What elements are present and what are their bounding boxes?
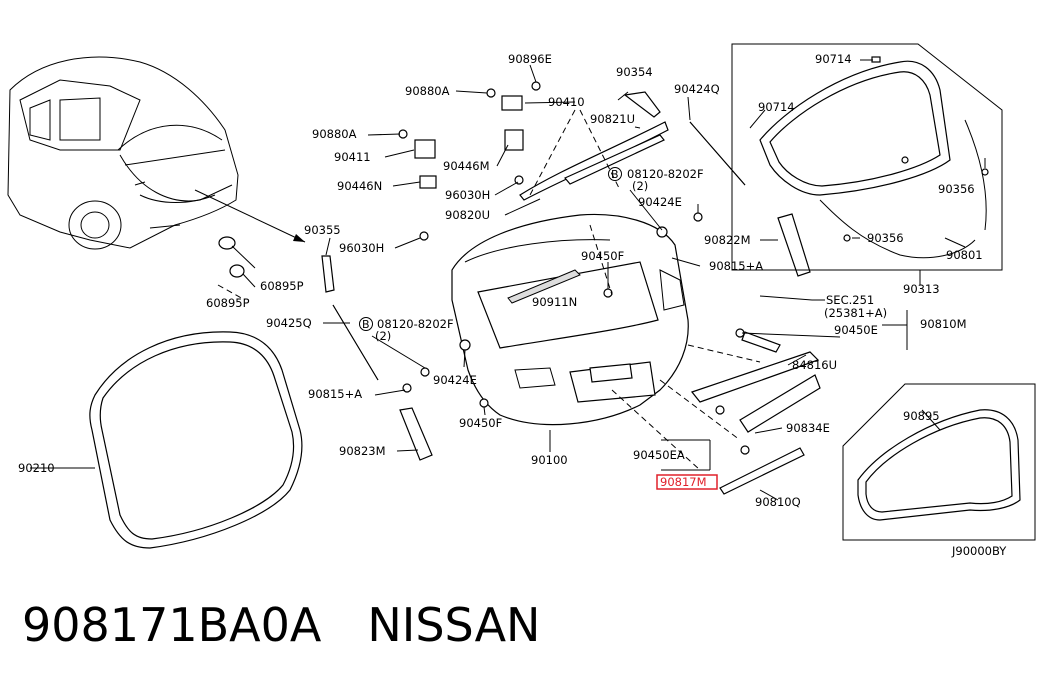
label-90880a-top: 90880A — [405, 84, 450, 98]
clip-60895p — [218, 236, 256, 288]
license-lamp-garnish — [739, 374, 821, 433]
label-90810q: 90810Q — [755, 495, 801, 509]
label-sec-251: SEC.251 — [826, 293, 874, 307]
label-96030h: 96030H — [339, 241, 384, 255]
part-caption: 908171BA0A NISSAN — [22, 598, 540, 652]
label-90821u: 90821U — [590, 112, 635, 126]
label-qty-2-b: (2) — [375, 329, 391, 343]
circle-b-marker-a: B — [608, 167, 622, 181]
finisher-90820u — [519, 91, 669, 201]
label-90446n: 90446N — [337, 179, 382, 193]
label-90801: 90801 — [946, 248, 983, 262]
bracket-90355 — [321, 255, 335, 293]
label-90834e: 90834E — [786, 421, 830, 435]
label-90313: 90313 — [903, 282, 940, 296]
gas-stay-90425q — [332, 304, 379, 381]
diagram-code: J90000BY — [951, 544, 1007, 558]
label-90450f: 90450F — [459, 416, 502, 430]
label-90823m: 90823M — [339, 444, 386, 458]
molding-90810m — [741, 331, 781, 353]
label-90822m: 90822M — [704, 233, 751, 247]
label-90100: 90100 — [531, 453, 568, 467]
bracket-90823m — [399, 407, 433, 461]
label-90896e: 90896E — [508, 52, 552, 66]
gas-stay-90424q — [689, 121, 746, 186]
label-90425q: 90425Q — [266, 316, 312, 330]
label-84816u: 84816U — [792, 358, 837, 372]
seal-box-90895 — [842, 383, 1036, 541]
label-90815a-r: 90815+A — [709, 259, 763, 273]
hinge-assembly — [398, 81, 541, 241]
leader-lines — [323, 59, 986, 501]
circle-b-letter-b: B — [362, 318, 370, 331]
label-90424e: 90424E — [433, 373, 477, 387]
highlighted-part-label: 90817M — [660, 475, 707, 489]
label-90356-a: 90356 — [938, 182, 975, 196]
label-90354: 90354 — [616, 65, 653, 79]
label-08120-8202f-b: 08120-8202F — [377, 317, 454, 331]
label-90895: 90895 — [903, 409, 940, 423]
vehicle-illustration — [7, 56, 306, 250]
label-qty-2-a: (2) — [632, 179, 648, 193]
label-96030h-r: 96030H — [445, 188, 490, 202]
label-90810m: 90810M — [920, 317, 967, 331]
label-90820u: 90820U — [445, 208, 490, 222]
label-90450e: 90450E — [834, 323, 878, 337]
label-90450ea: 90450EA — [633, 448, 685, 462]
label-90411: 90411 — [334, 150, 371, 164]
bracket-90822m — [777, 213, 811, 277]
part-number: 908171BA0A — [22, 598, 322, 652]
label-90880a: 90880A — [312, 127, 357, 141]
label-60895p-a: 60895P — [260, 279, 304, 293]
molding-90810q — [719, 447, 805, 495]
label-60895p-b: 60895P — [206, 296, 250, 310]
back-door-panel-90100 — [451, 213, 689, 426]
label-90714-b: 90714 — [758, 100, 795, 114]
label-90410: 90410 — [548, 95, 585, 109]
label-90714-a: 90714 — [815, 52, 852, 66]
label-90446m: 90446M — [443, 159, 490, 173]
back-glass-box-90313 — [731, 43, 1003, 271]
label-90450f-top: 90450F — [581, 249, 624, 263]
brand-name: NISSAN — [367, 598, 541, 652]
circle-b-marker-b: B — [359, 317, 373, 331]
garnish-84816u — [690, 351, 820, 403]
label-08120-8202f-a: 08120-8202F — [627, 167, 704, 181]
label-90355: 90355 — [304, 223, 341, 237]
circle-b-letter-a: B — [611, 168, 619, 181]
label-90815a: 90815+A — [308, 387, 362, 401]
highlighted-part-90817m[interactable]: 90817M — [656, 474, 718, 490]
label-90424e-r: 90424E — [638, 195, 682, 209]
label-90356-b: 90356 — [867, 231, 904, 245]
label-90911n: 90911N — [532, 295, 577, 309]
label-90424q: 90424Q — [674, 82, 720, 96]
label-90210: 90210 — [18, 461, 55, 475]
parts-diagram: 90896E 90354 90880A 90410 90424Q 90714 9… — [7, 43, 1036, 558]
weatherstrip-90210 — [30, 331, 303, 549]
label-25381a: (25381+A) — [824, 306, 887, 320]
